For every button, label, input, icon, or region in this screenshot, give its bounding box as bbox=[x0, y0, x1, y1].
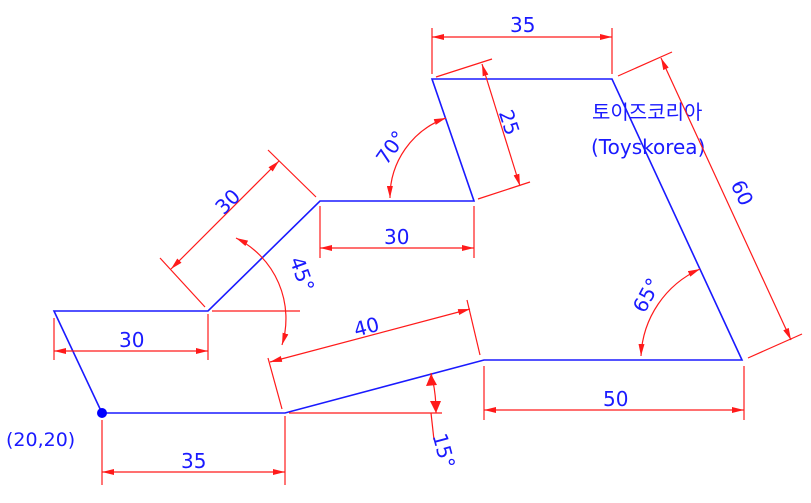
dim-bottom-35: 35 bbox=[101, 416, 286, 485]
dim-mid-30-text: 30 bbox=[384, 225, 409, 249]
dim-slant-25-text: 25 bbox=[494, 107, 525, 139]
angle-65-text: 65° bbox=[628, 274, 666, 317]
dim-left-30: 30 bbox=[53, 314, 209, 360]
dim-mid-30: 30 bbox=[319, 206, 475, 258]
dim-slant-40: 40 bbox=[267, 299, 481, 410]
dim-slant-40-text: 40 bbox=[351, 312, 382, 342]
angle-65: 65° bbox=[628, 268, 701, 357]
dim-slant-30-text: 30 bbox=[210, 184, 245, 219]
dim-side-60-text: 60 bbox=[726, 176, 759, 209]
dim-bottom-35-text: 35 bbox=[181, 449, 206, 473]
angle-15: 15° bbox=[289, 372, 460, 471]
dim-top-35-text: 35 bbox=[510, 13, 535, 37]
origin-point bbox=[97, 408, 107, 418]
dim-slant-25: 25 bbox=[435, 58, 531, 200]
origin-label: (20,20) bbox=[6, 429, 75, 451]
angle-70-text: 70° bbox=[371, 126, 411, 169]
dim-left-30-text: 30 bbox=[119, 328, 144, 352]
angle-45-text: 45° bbox=[285, 253, 320, 295]
dim-right-50: 50 bbox=[483, 366, 745, 420]
dim-right-50-text: 50 bbox=[603, 387, 628, 411]
angle-70: 70° bbox=[371, 117, 447, 199]
caption-english: (Toyskorea) bbox=[591, 135, 705, 159]
angle-15-text: 15° bbox=[428, 431, 460, 471]
dim-top-35: 35 bbox=[431, 13, 613, 74]
part-profile bbox=[52, 78, 744, 414]
